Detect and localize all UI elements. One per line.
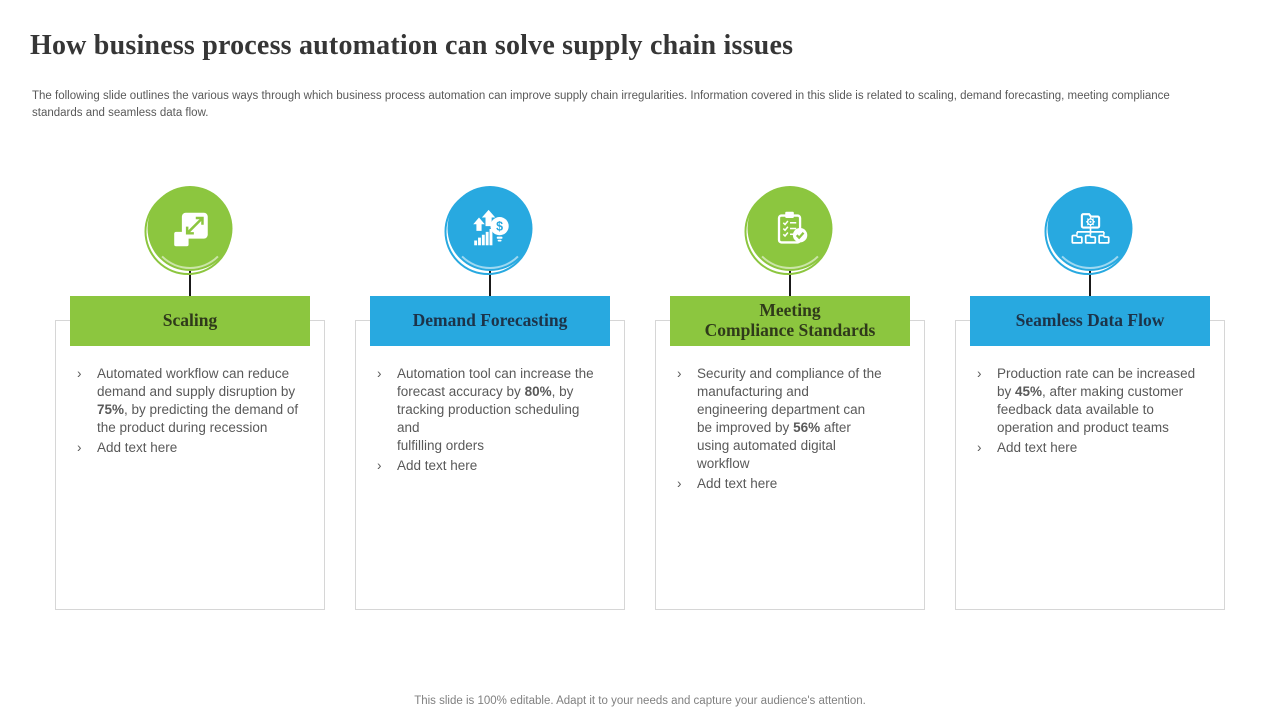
chevron-bullet-icon: ›: [77, 366, 82, 381]
list-item: › Automation tool can increase the foreca…: [356, 365, 620, 457]
scaling-icon-circle: [147, 186, 233, 271]
bullet-text: Production rate can be increased by 45%,…: [997, 366, 1196, 435]
column-body-seamless-data-flow: › Production rate can be increased by 45%…: [955, 320, 1225, 610]
bullet-list: › Automated workflow can reduce demand an…: [56, 365, 324, 459]
list-item: › Production rate can be increased by 45%…: [956, 365, 1220, 439]
list-item: › Security and compliance of the manufact…: [656, 365, 920, 475]
demand-forecasting-icon-circle: $: [447, 186, 533, 271]
chevron-bullet-icon: ›: [677, 475, 682, 491]
bullet-text: Automated workflow can reduce demand and…: [97, 366, 299, 435]
column-title: Seamless Data Flow: [1015, 310, 1165, 331]
chevron-bullet-icon: ›: [977, 366, 982, 381]
column-title: Scaling: [162, 310, 218, 331]
column-header-scaling: Scaling: [70, 296, 310, 346]
bullet-text: Add text here: [697, 475, 778, 491]
list-item: › Add text here: [56, 439, 320, 459]
page-title: How business process automation can solv…: [30, 30, 794, 61]
bullet-text: Add text here: [997, 439, 1078, 455]
bullet-text: Automation tool can increase the forecas…: [397, 366, 594, 453]
column-meeting-compliance: Meeting Compliance Standards › Security a…: [655, 186, 925, 616]
folder-network-icon: [1070, 212, 1110, 244]
chevron-bullet-icon: ›: [377, 366, 382, 381]
column-title: Demand Forecasting: [412, 310, 568, 331]
growth-arrows-bulb-icon: $: [472, 209, 509, 245]
connector-line: [1089, 271, 1091, 296]
list-item: › Add text here: [656, 475, 920, 495]
slide-description: The following slide outlines the various…: [32, 90, 1170, 120]
column-header-meeting-compliance: Meeting Compliance Standards: [670, 296, 910, 346]
bullet-list: › Security and compliance of the manufact…: [656, 365, 924, 495]
connector-line: [189, 271, 191, 296]
column-title: Meeting Compliance Standards: [704, 300, 876, 340]
scale-expand-icon: [173, 212, 208, 246]
list-item: › Add text here: [956, 439, 1220, 459]
column-demand-forecasting: $ Demand Forecasting › Automation tool ca…: [355, 186, 625, 616]
list-item: › Automated workflow can reduce demand an…: [56, 365, 320, 439]
compliance-icon-circle: [747, 186, 833, 271]
connector-line: [789, 271, 791, 296]
bullet-text: Add text here: [97, 439, 178, 455]
bullet-text: Add text here: [397, 457, 478, 473]
chevron-bullet-icon: ›: [677, 366, 682, 381]
list-item: › Add text here: [356, 457, 620, 477]
column-header-seamless-data-flow: Seamless Data Flow: [970, 296, 1210, 346]
column-header-demand-forecasting: Demand Forecasting: [370, 296, 610, 346]
bullet-list: › Automation tool can increase the foreca…: [356, 365, 624, 477]
svg-text:$: $: [496, 219, 503, 233]
bullet-list: › Production rate can be increased by 45%…: [956, 365, 1224, 459]
column-seamless-data-flow: Seamless Data Flow › Production rate can …: [955, 186, 1225, 616]
column-body-demand-forecasting: › Automation tool can increase the foreca…: [355, 320, 625, 610]
clipboard-check-icon: [777, 211, 807, 244]
chevron-bullet-icon: ›: [77, 439, 82, 455]
chevron-bullet-icon: ›: [977, 439, 982, 455]
column-scaling: Scaling › Automated workflow can reduce d…: [55, 186, 325, 616]
column-body-meeting-compliance: › Security and compliance of the manufact…: [655, 320, 925, 610]
column-body-scaling: › Automated workflow can reduce demand an…: [55, 320, 325, 610]
slide-footnote: This slide is 100% editable. Adapt it to…: [414, 695, 866, 707]
connector-line: [489, 271, 491, 296]
data-flow-icon-circle: [1047, 186, 1133, 271]
bullet-text: Security and compliance of the manufactu…: [697, 366, 882, 471]
chevron-bullet-icon: ›: [377, 457, 382, 473]
